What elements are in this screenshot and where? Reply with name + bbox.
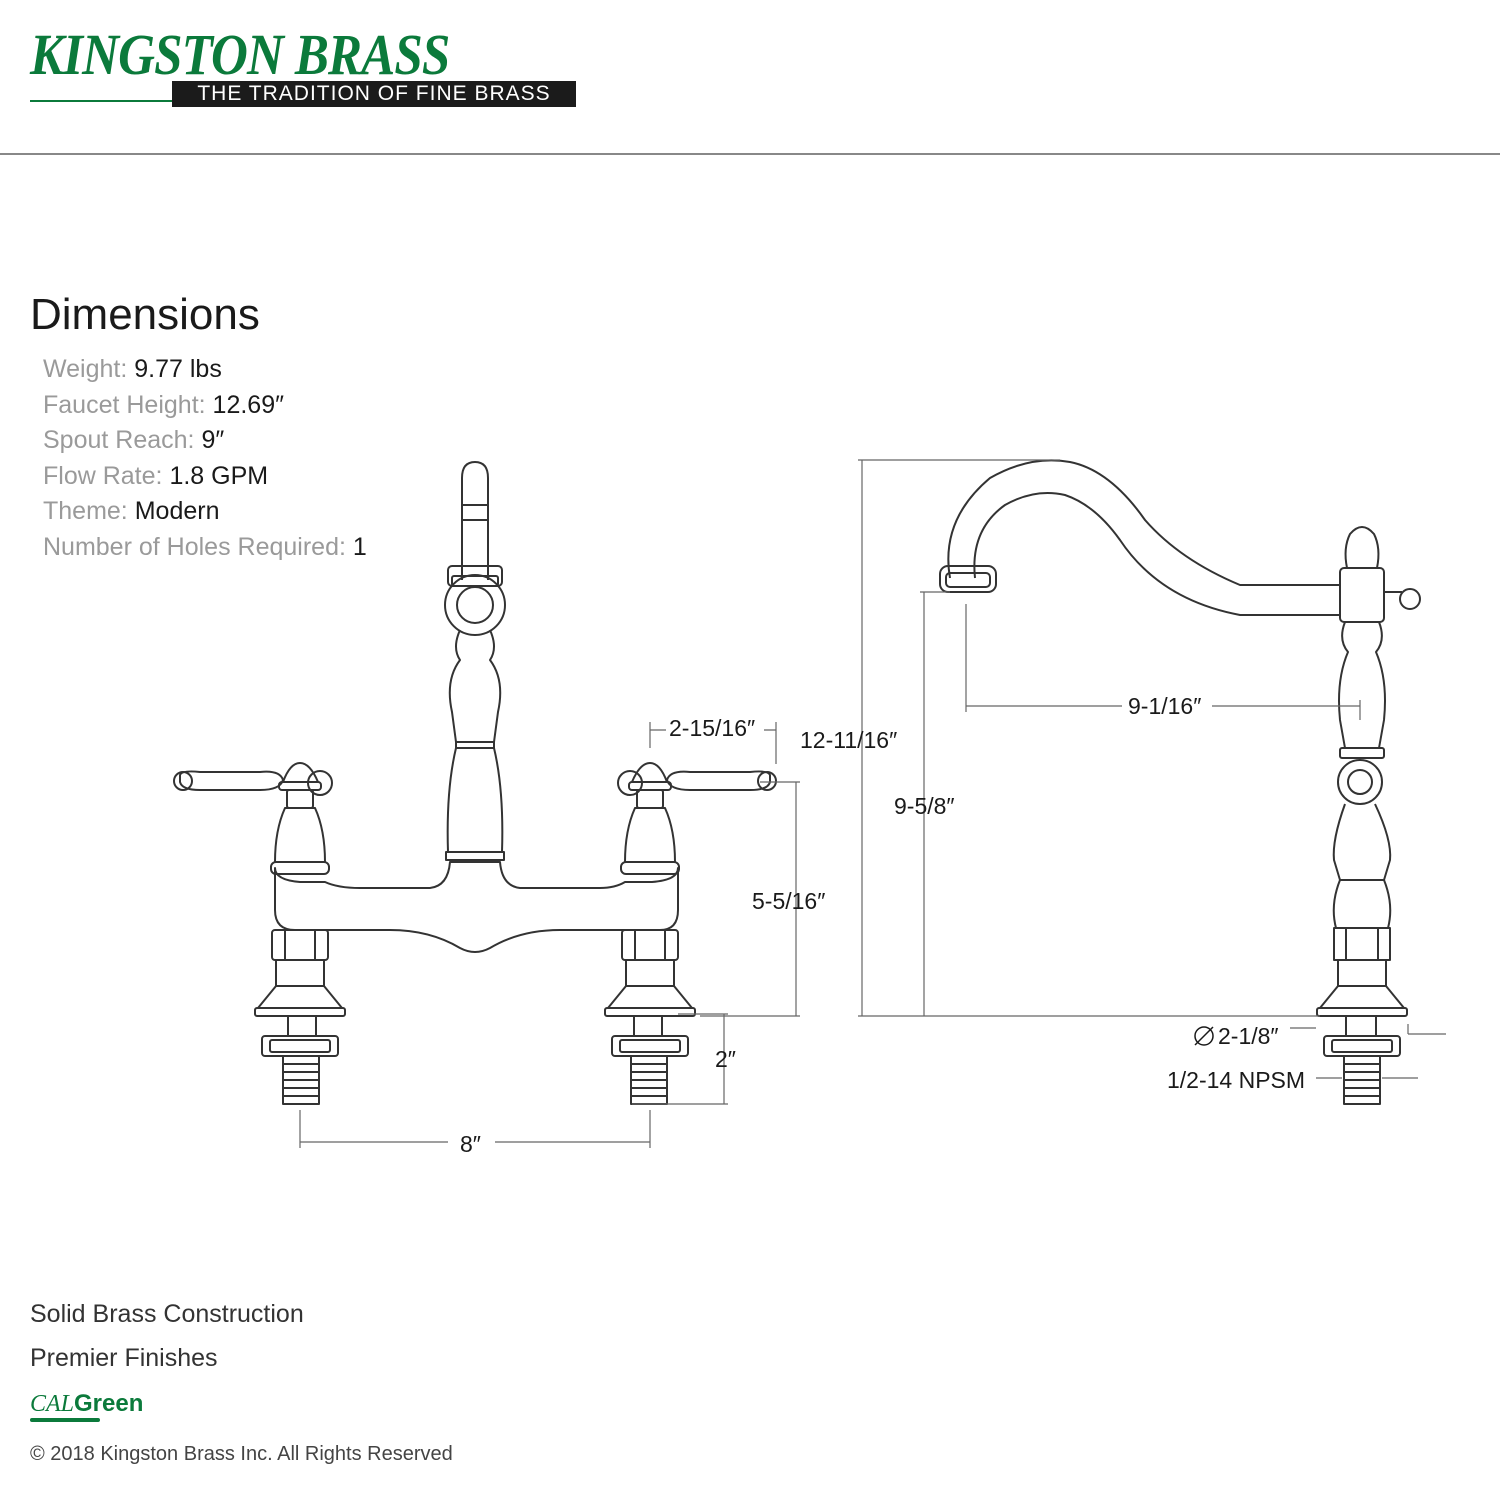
dim-label-deck-height: 5-5/16″ — [752, 888, 825, 914]
copyright-notice: © 2018 Kingston Brass Inc. All Rights Re… — [30, 1443, 453, 1465]
spec-theme: Theme: Modern — [43, 494, 367, 530]
brand-name: KINGSTON BRASS — [30, 22, 450, 87]
spec-flow-rate: Flow Rate: 1.8 GPM — [43, 459, 367, 495]
calgreen-cal: CAL — [30, 1391, 75, 1417]
spec-value: 1.8 GPM — [169, 461, 269, 490]
brand-tagline: THE TRADITION OF FINE BRASS — [172, 81, 576, 107]
dimensions-title: Dimensions — [30, 290, 260, 339]
spec-label: Faucet Height: — [43, 390, 206, 419]
spec-label: Spout Reach: — [43, 426, 195, 454]
header-divider — [0, 153, 1500, 155]
spec-label: Theme: — [43, 497, 128, 525]
dim-label-spout-height: 9-5/8″ — [894, 793, 955, 819]
spec-faucet-height: Faucet Height: 12.69″ — [43, 388, 367, 424]
spec-list: Weight: 9.77 lbs Faucet Height: 12.69″ S… — [43, 352, 367, 565]
spec-weight: Weight: 9.77 lbs — [43, 352, 367, 388]
feature-premier-finishes: Premier Finishes — [30, 1344, 218, 1372]
spec-label: Flow Rate: — [43, 461, 163, 490]
spec-value: 9″ — [201, 426, 225, 454]
spec-spout-reach: Spout Reach: 9″ — [43, 423, 367, 459]
calgreen-logo: CALGreen — [30, 1390, 143, 1418]
dim-label-base-diameter: 2-1/8″ — [1218, 1023, 1279, 1049]
spec-holes-required: Number of Holes Required: 1 — [43, 530, 367, 566]
diameter-icon — [1194, 1026, 1214, 1046]
spec-label: Weight: — [43, 355, 128, 383]
dim-label-center-spread: 8″ — [460, 1131, 481, 1157]
spec-value: Modern — [134, 497, 220, 525]
dim-label-spout-reach: 9-1/16″ — [1128, 693, 1201, 719]
brand-logo: KINGSTON BRASS THE TRADITION OF FINE BRA… — [30, 24, 590, 114]
side-view-faucet — [939, 459, 1421, 1105]
spec-label: Number of Holes Required: — [43, 532, 346, 561]
front-view-faucet — [173, 461, 777, 1105]
spec-value: 12.69″ — [212, 390, 284, 419]
spec-value: 1 — [352, 532, 367, 561]
spec-value: 9.77 lbs — [134, 355, 222, 383]
calgreen-swoosh — [30, 1418, 100, 1422]
calgreen-green: Green — [74, 1390, 144, 1417]
front-dimension-lines — [299, 722, 800, 1148]
brand-underline — [30, 100, 172, 102]
dim-label-thread: 1/2-14 NPSM — [1167, 1067, 1305, 1093]
dim-label-shank-length: 2″ — [715, 1046, 736, 1072]
feature-solid-brass: Solid Brass Construction — [30, 1300, 304, 1328]
side-dimension-lines — [858, 459, 1446, 1079]
dim-label-handle-width: 2-15/16″ — [669, 715, 755, 741]
dim-label-overall-height: 12-11/16″ — [800, 727, 897, 753]
